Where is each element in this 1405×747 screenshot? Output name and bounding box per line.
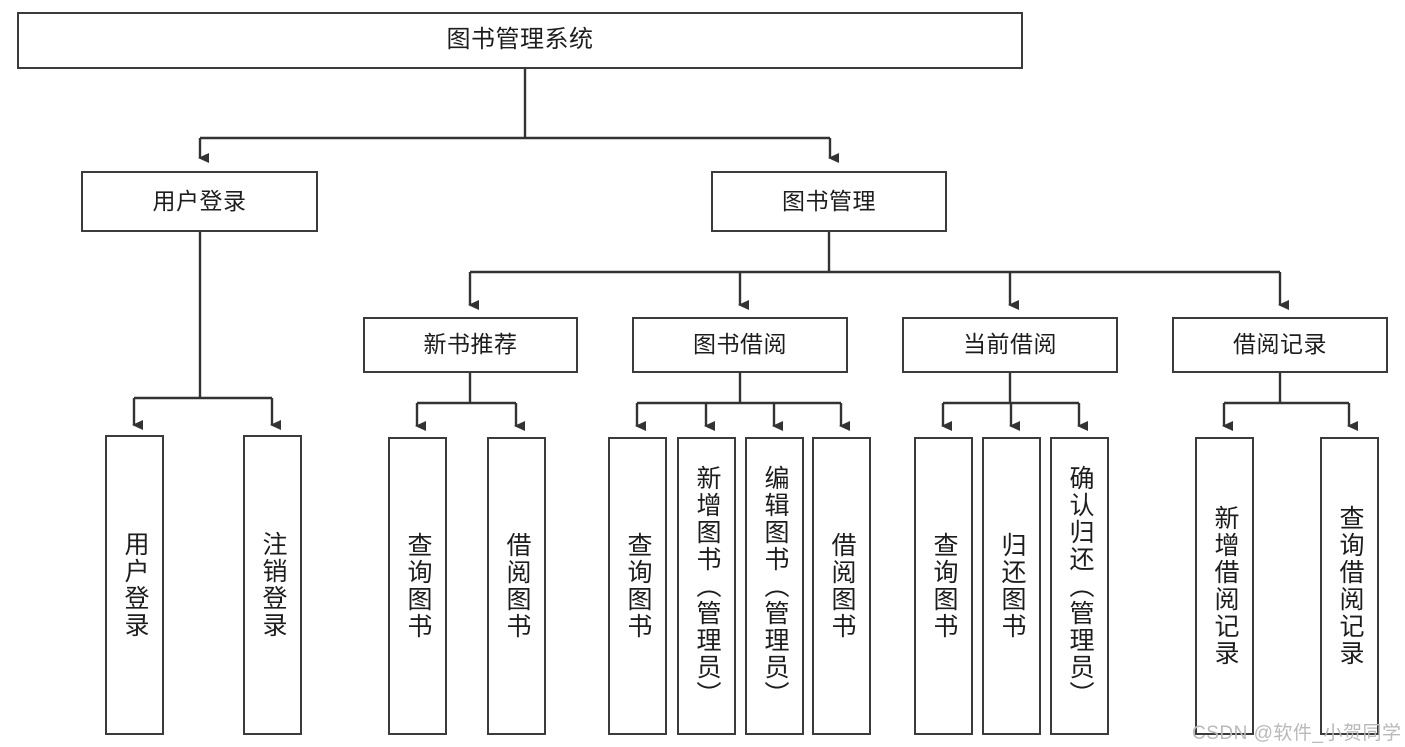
node-root-system[interactable]: 图书管理系统 (17, 12, 1023, 69)
leaf-borrow-borrow-book[interactable]: 借阅图书 (812, 437, 871, 735)
leaf-record-query[interactable]: 查询借阅记录 (1320, 437, 1379, 735)
leaf-current-query-book[interactable]: 查询图书 (914, 437, 973, 735)
node-label: 借阅图书 (503, 532, 531, 640)
node-label: 确认归还（管理员） (1066, 464, 1094, 708)
node-current-borrow[interactable]: 当前借阅 (902, 317, 1118, 373)
node-book-borrow[interactable]: 图书借阅 (632, 317, 848, 373)
leaf-borrow-add-book[interactable]: 新增图书（管理员） (677, 437, 736, 735)
node-label: 编辑图书（管理员） (761, 464, 789, 708)
leaf-new-book-query[interactable]: 查询图书 (388, 437, 447, 735)
node-user-login[interactable]: 用户登录 (81, 171, 318, 232)
node-book-management[interactable]: 图书管理 (711, 171, 947, 232)
node-label: 归还图书 (998, 532, 1026, 640)
leaf-new-book-borrow[interactable]: 借阅图书 (487, 437, 546, 735)
node-label: 图书管理系统 (446, 26, 594, 54)
leaf-current-confirm-return[interactable]: 确认归还（管理员） (1050, 437, 1109, 735)
node-label: 新书推荐 (423, 331, 518, 358)
node-label: 图书管理 (782, 187, 876, 214)
node-new-book-recommend[interactable]: 新书推荐 (363, 317, 578, 373)
node-label: 查询图书 (624, 532, 652, 640)
node-label: 借阅记录 (1233, 331, 1327, 358)
node-label: 图书借阅 (693, 331, 787, 358)
leaf-record-add[interactable]: 新增借阅记录 (1195, 437, 1254, 735)
leaf-borrow-query-book[interactable]: 查询图书 (608, 437, 667, 735)
node-label: 新增借阅记录 (1211, 505, 1239, 667)
leaf-current-return-book[interactable]: 归还图书 (982, 437, 1041, 735)
node-label: 借阅图书 (828, 532, 856, 640)
node-label: 查询图书 (404, 532, 432, 640)
node-label: 查询借阅记录 (1336, 505, 1364, 667)
node-label: 新增图书（管理员） (693, 464, 721, 708)
node-label: 当前借阅 (963, 331, 1057, 358)
node-label: 注销登录 (259, 531, 287, 639)
node-label: 用户登录 (121, 531, 149, 639)
node-label: 查询图书 (930, 532, 958, 640)
node-label: 用户登录 (152, 187, 247, 214)
leaf-user-login-signout[interactable]: 注销登录 (243, 435, 302, 735)
leaf-user-login-signin[interactable]: 用户登录 (105, 435, 164, 735)
node-borrow-records[interactable]: 借阅记录 (1172, 317, 1388, 373)
leaf-borrow-edit-book[interactable]: 编辑图书（管理员） (745, 437, 804, 735)
